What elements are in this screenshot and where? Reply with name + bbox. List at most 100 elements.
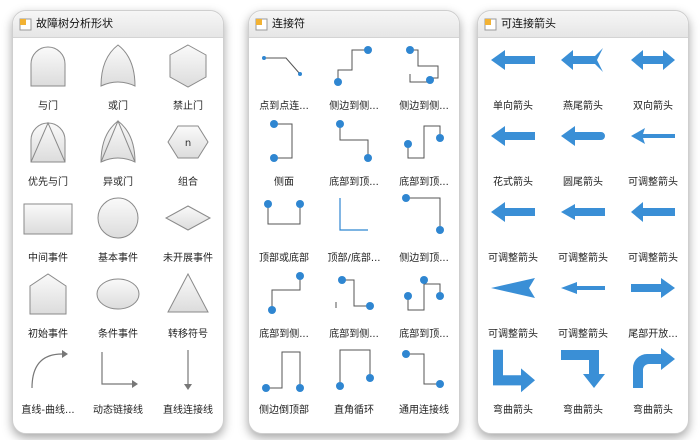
bent-arrow-3-icon <box>633 348 675 388</box>
shape-item[interactable]: 弯曲箭头 <box>478 343 548 419</box>
adjustable-arrow-6-icon <box>561 282 605 294</box>
shape-item[interactable]: 花式箭头 <box>478 115 548 191</box>
shape-item[interactable]: 可调整箭头 <box>548 191 618 267</box>
shape-label: 侧边倒顶部 <box>259 405 309 416</box>
undeveloped-event-icon <box>164 205 212 231</box>
shape-label: 通用连接线 <box>399 405 449 416</box>
shape-item[interactable]: 直线-曲线... <box>13 343 83 419</box>
shape-item[interactable]: 侧边到顶... <box>389 191 459 267</box>
bottom-to-side-connector-icon <box>268 272 304 314</box>
shape-item[interactable]: 底部到侧... <box>249 267 319 343</box>
shape-label: 圆尾箭头 <box>563 177 603 188</box>
shape-item[interactable]: 底部到顶... <box>389 115 459 191</box>
shape-label: 异或门 <box>103 177 133 188</box>
shape-item[interactable]: 侧边到侧... <box>319 39 389 115</box>
shape-label: 花式箭头 <box>493 177 533 188</box>
side-connector-icon <box>270 120 293 162</box>
shape-label: 侧面 <box>274 177 294 188</box>
shape-item[interactable]: 与门 <box>13 39 83 115</box>
shape-label: 禁止门 <box>173 101 203 112</box>
shape-label: 未开展事件 <box>163 253 213 264</box>
shape-item[interactable]: 基本事件 <box>83 191 153 267</box>
shape-item[interactable]: n 组合 <box>153 115 223 191</box>
priority-and-gate-icon <box>30 121 66 163</box>
shape-label: 可调整箭头 <box>628 177 678 188</box>
shape-item[interactable]: 可调整箭头 <box>548 267 618 343</box>
shape-item[interactable]: 弯曲箭头 <box>548 343 618 419</box>
shape-label: 侧边到侧... <box>399 101 449 112</box>
adjustable-arrow-3-icon <box>561 204 605 220</box>
shape-item[interactable]: 中间事件 <box>13 191 83 267</box>
shape-item[interactable]: 侧面 <box>249 115 319 191</box>
conditional-event-icon <box>96 278 140 310</box>
shape-item[interactable]: 侧边倒顶部 <box>249 343 319 419</box>
panel-header[interactable]: 可连接箭头 <box>478 11 688 38</box>
shape-item[interactable]: 圆尾箭头 <box>548 115 618 191</box>
shape-label: 侧边到侧... <box>329 101 379 112</box>
bent-arrow-2-icon <box>561 350 605 388</box>
adjustable-arrow-2-icon <box>491 202 535 222</box>
shape-item[interactable]: 动态链接线 <box>83 343 153 419</box>
panel-title: 可连接箭头 <box>501 17 556 30</box>
basic-event-icon <box>97 197 139 239</box>
shape-label: 弯曲箭头 <box>493 405 533 416</box>
shape-item[interactable]: 底部到顶... <box>319 115 389 191</box>
shape-label: 基本事件 <box>98 253 138 264</box>
panel-header[interactable]: 故障树分析形状 <box>13 11 223 38</box>
shape-item[interactable]: 转移符号 <box>153 267 223 343</box>
shape-item[interactable]: 弯曲箭头 <box>618 343 688 419</box>
shape-item[interactable]: 顶部/底部... <box>319 191 389 267</box>
combination-icon: n <box>167 125 209 159</box>
library-icon <box>19 18 32 30</box>
shape-label: 直线连接线 <box>163 405 213 416</box>
shape-item[interactable]: 条件事件 <box>83 267 153 343</box>
shape-item[interactable]: 可调整箭头 <box>618 191 688 267</box>
shape-item[interactable]: 异或门 <box>83 115 153 191</box>
side-to-top-connector-2-icon <box>262 351 304 392</box>
shape-item[interactable]: 或门 <box>83 39 153 115</box>
connectors-panel: 连接符 点到点连... 侧边到侧... <box>248 10 460 434</box>
shape-item[interactable]: 可调整箭头 <box>618 115 688 191</box>
shape-item[interactable]: 点到点连... <box>249 39 319 115</box>
double-arrow-icon <box>631 50 675 70</box>
shape-item[interactable]: 禁止门 <box>153 39 223 115</box>
shape-label: 弯曲箭头 <box>633 405 673 416</box>
shape-label: 底部到顶... <box>329 177 379 188</box>
swallowtail-arrow-icon <box>561 48 603 72</box>
fancy-arrow-icon <box>491 126 535 146</box>
combination-label: n <box>185 138 191 149</box>
shape-item[interactable]: 尾部开放... <box>618 267 688 343</box>
shape-item[interactable]: 顶部或底部 <box>249 191 319 267</box>
shape-label: 侧边到顶... <box>399 253 449 264</box>
shape-item[interactable]: 侧边到侧... <box>389 39 459 115</box>
shape-item[interactable]: 直线连接线 <box>153 343 223 419</box>
shape-item[interactable]: 双向箭头 <box>618 39 688 115</box>
connectable-arrows-panel: 可连接箭头 单向箭头 燕尾箭头 双向箭头 花式箭头 <box>477 10 689 434</box>
shape-item[interactable]: 底部到顶... <box>389 267 459 343</box>
shape-item[interactable]: 初始事件 <box>13 267 83 343</box>
shape-label: 顶部/底部... <box>327 253 381 264</box>
round-tail-arrow-icon <box>561 126 605 146</box>
bent-arrow-1-icon <box>493 349 535 393</box>
side-to-side-connector-icon <box>334 46 372 86</box>
shape-item[interactable]: 底部到侧... <box>319 267 389 343</box>
shape-item[interactable]: 可调整箭头 <box>478 267 548 343</box>
side-to-top-connector-icon <box>402 194 444 234</box>
shape-item[interactable]: 未开展事件 <box>153 191 223 267</box>
shape-item[interactable]: 优先与门 <box>13 115 83 191</box>
shape-label: 可调整箭头 <box>488 253 538 264</box>
shape-item[interactable]: 直角循环 <box>319 343 389 419</box>
shape-label: 组合 <box>178 177 198 188</box>
shape-item[interactable]: 通用连接线 <box>389 343 459 419</box>
shape-label: 单向箭头 <box>493 101 533 112</box>
shape-item[interactable]: 单向箭头 <box>478 39 548 115</box>
shape-item[interactable]: 可调整箭头 <box>478 191 548 267</box>
top-or-bottom-connector-icon <box>264 200 304 225</box>
panel-header[interactable]: 连接符 <box>249 11 459 38</box>
and-gate-icon <box>30 46 66 87</box>
shape-item[interactable]: 燕尾箭头 <box>548 39 618 115</box>
shape-label: 底部到侧... <box>259 329 309 340</box>
shape-label: 底部到侧... <box>329 329 379 340</box>
xor-gate-icon <box>100 119 136 163</box>
initial-event-icon <box>29 273 67 315</box>
